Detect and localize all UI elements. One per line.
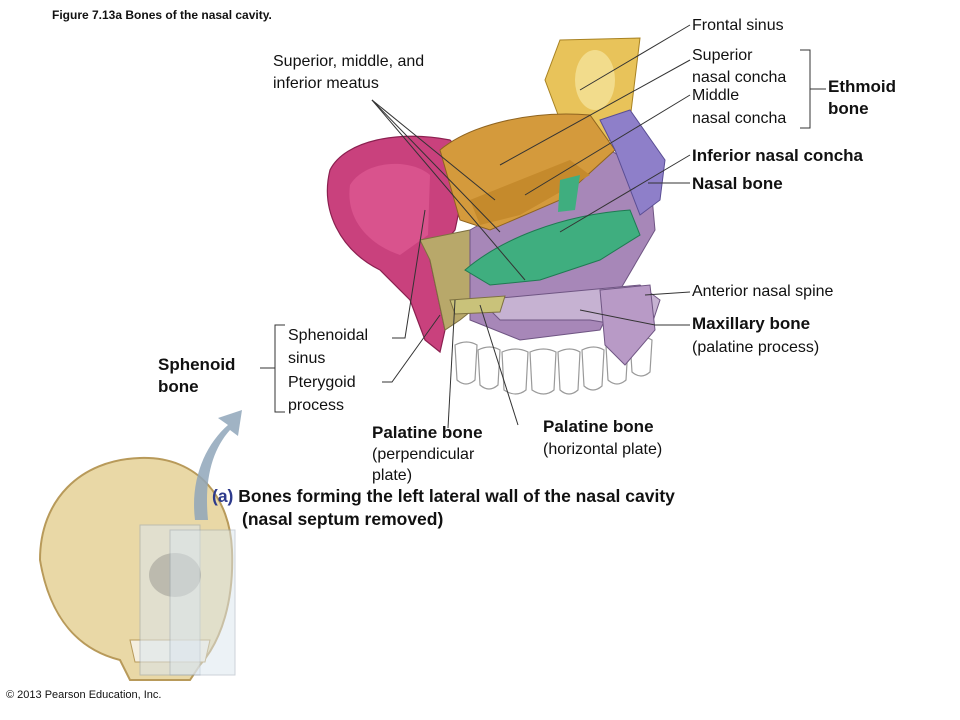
label-sphenoid-line1: Sphenoid bbox=[158, 355, 236, 374]
nasal-bone-shape bbox=[599, 109, 666, 216]
label-frontal-sinus: Frontal sinus bbox=[692, 17, 784, 34]
label-sphenoidal-line1: Sphenoidal bbox=[288, 327, 369, 344]
label-meatus-line2: inferior meatus bbox=[273, 75, 379, 92]
label-palatine-perp-line3: plate) bbox=[372, 467, 413, 484]
skull-thumbnail bbox=[38, 456, 236, 681]
caption-line2: (nasal septum removed) bbox=[242, 508, 444, 529]
caption-line1: Bones forming the left lateral wall of t… bbox=[238, 486, 675, 506]
label-ethmoid-line2: bone bbox=[828, 99, 869, 118]
copyright-notice: © 2013 Pearson Education, Inc. bbox=[6, 689, 162, 701]
label-palatine-horiz-line2: (horizontal plate) bbox=[543, 441, 663, 458]
label-superior-concha-line2: nasal concha bbox=[692, 69, 787, 86]
label-pterygoid-line1: Pterygoid bbox=[288, 374, 356, 391]
figure-caption: (a) Bones forming the left lateral wall … bbox=[212, 485, 675, 531]
label-palatine-perp-line1: Palatine bone bbox=[372, 423, 483, 442]
label-sphenoidal-line2: sinus bbox=[288, 350, 326, 367]
label-superior-concha-line1: Superior bbox=[692, 47, 753, 64]
inferior-concha-shape bbox=[464, 209, 641, 286]
label-anterior-nasal-spine: Anterior nasal spine bbox=[692, 283, 834, 300]
label-middle-concha-line1: Middle bbox=[692, 87, 740, 104]
label-inferior-concha: Inferior nasal concha bbox=[692, 146, 863, 165]
label-palatine-perp-line2: (perpendicular bbox=[372, 446, 475, 463]
label-middle-concha-line2: nasal concha bbox=[692, 110, 787, 127]
label-maxillary-line1: Maxillary bone bbox=[692, 314, 811, 333]
label-palatine-horiz-line1: Palatine bone bbox=[543, 417, 654, 436]
caption-letter: (a) bbox=[212, 486, 234, 506]
label-nasal-bone: Nasal bone bbox=[692, 174, 783, 193]
leader-lines bbox=[260, 24, 826, 429]
figure-title: Figure 7.13a Bones of the nasal cavity. bbox=[52, 8, 272, 22]
label-ethmoid-line1: Ethmoid bbox=[828, 77, 896, 96]
label-pterygoid-line2: process bbox=[288, 397, 345, 414]
label-maxillary-line2: (palatine process) bbox=[692, 339, 820, 356]
label-meatus-line1: Superior, middle, and bbox=[273, 53, 425, 70]
arrow-icon bbox=[194, 410, 242, 520]
label-sphenoid-line2: bone bbox=[158, 377, 199, 396]
